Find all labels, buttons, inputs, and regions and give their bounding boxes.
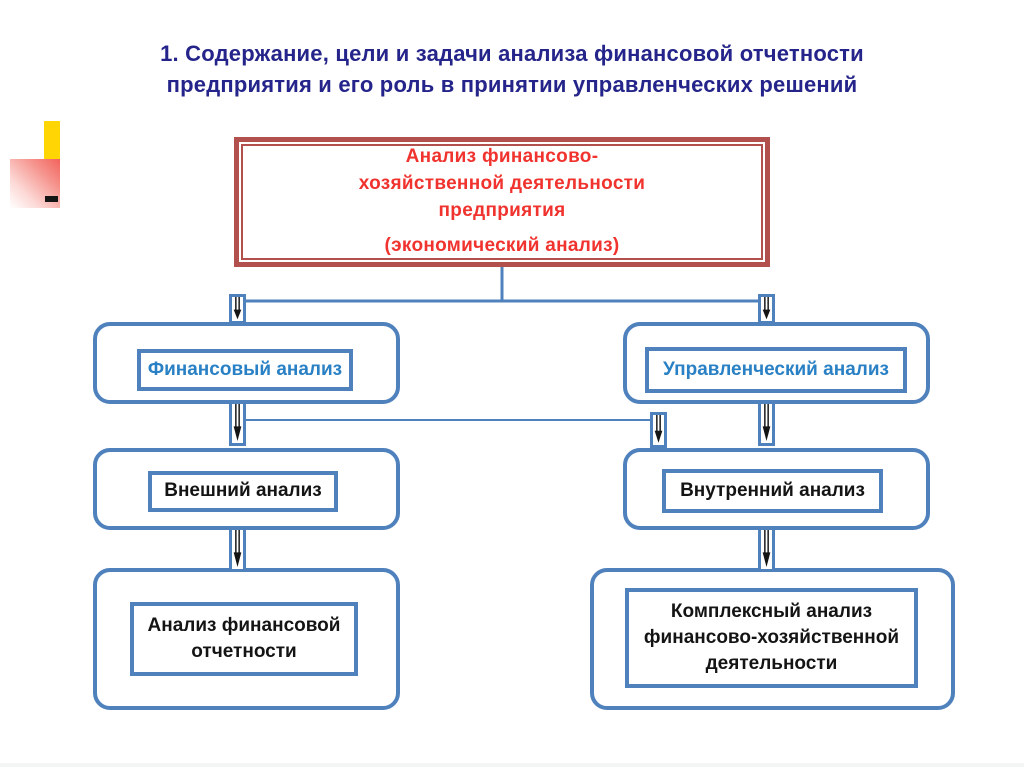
node-label-text: Внутренний анализ xyxy=(680,479,865,501)
down-arrow-icon xyxy=(233,297,242,320)
node-financial-analysis-label: Финансовый анализ xyxy=(137,349,353,391)
node-label-text: Внешний анализ xyxy=(164,480,322,502)
down-arrow-icon xyxy=(233,530,242,568)
arrow-root-to-financial xyxy=(229,294,246,324)
slide-title-line1: 1. Содержание, цели и задачи анализа фин… xyxy=(160,41,864,66)
node-label-line: деятельности xyxy=(705,653,838,675)
down-arrow-icon xyxy=(762,530,771,568)
node-external-analysis-label: Внешний анализ xyxy=(148,471,338,512)
arrow-financial-to-internal xyxy=(650,412,667,448)
down-arrow-icon xyxy=(654,415,663,443)
node-label-line: Анализ финансовой xyxy=(147,614,341,636)
root-line: Анализ финансово- xyxy=(405,145,599,167)
node-label-text: Финансовый анализ xyxy=(147,358,343,380)
node-label-line: финансово-хозяйственной xyxy=(643,626,900,648)
node-economic-analysis: Анализ финансово- хозяйственной деятельн… xyxy=(234,137,770,267)
node-label-line: отчетности xyxy=(191,641,297,662)
slide-title-line2: предприятия и его роль в принятии управл… xyxy=(166,72,858,98)
node-financial-reporting-analysis-label: Анализ финансовой отчетности xyxy=(130,602,358,676)
root-line: хозяйственной деятельности xyxy=(358,172,646,194)
node-complex-analysis-label: Комплексный анализ финансово-хозяйственн… xyxy=(625,588,918,688)
slide-bottom-edge xyxy=(0,763,1024,767)
node-label-line: Комплексный анализ xyxy=(670,600,873,622)
down-arrow-icon xyxy=(762,404,771,442)
root-line: (экономический анализ) xyxy=(384,235,620,257)
node-internal-analysis-label: Внутренний анализ xyxy=(662,469,883,513)
arrow-internal-to-complex xyxy=(758,527,775,572)
decor-yellow-bar xyxy=(44,121,60,160)
down-arrow-icon xyxy=(233,404,242,442)
arrow-external-to-reporting xyxy=(229,527,246,572)
node-label-text: Управленческий анализ xyxy=(663,358,889,380)
decor-black-dash xyxy=(45,196,58,202)
slide-title: 1. Содержание, цели и задачи анализа фин… xyxy=(72,38,952,100)
arrow-financial-to-external xyxy=(229,401,246,446)
node-managerial-analysis-label: Управленческий анализ xyxy=(645,347,907,393)
down-arrow-icon xyxy=(762,297,771,320)
root-line: предприятия xyxy=(438,199,566,221)
arrow-managerial-to-internal xyxy=(758,401,775,446)
node-economic-analysis-text: Анализ финансово- хозяйственной деятельн… xyxy=(241,144,763,260)
arrow-root-to-managerial xyxy=(758,294,775,324)
